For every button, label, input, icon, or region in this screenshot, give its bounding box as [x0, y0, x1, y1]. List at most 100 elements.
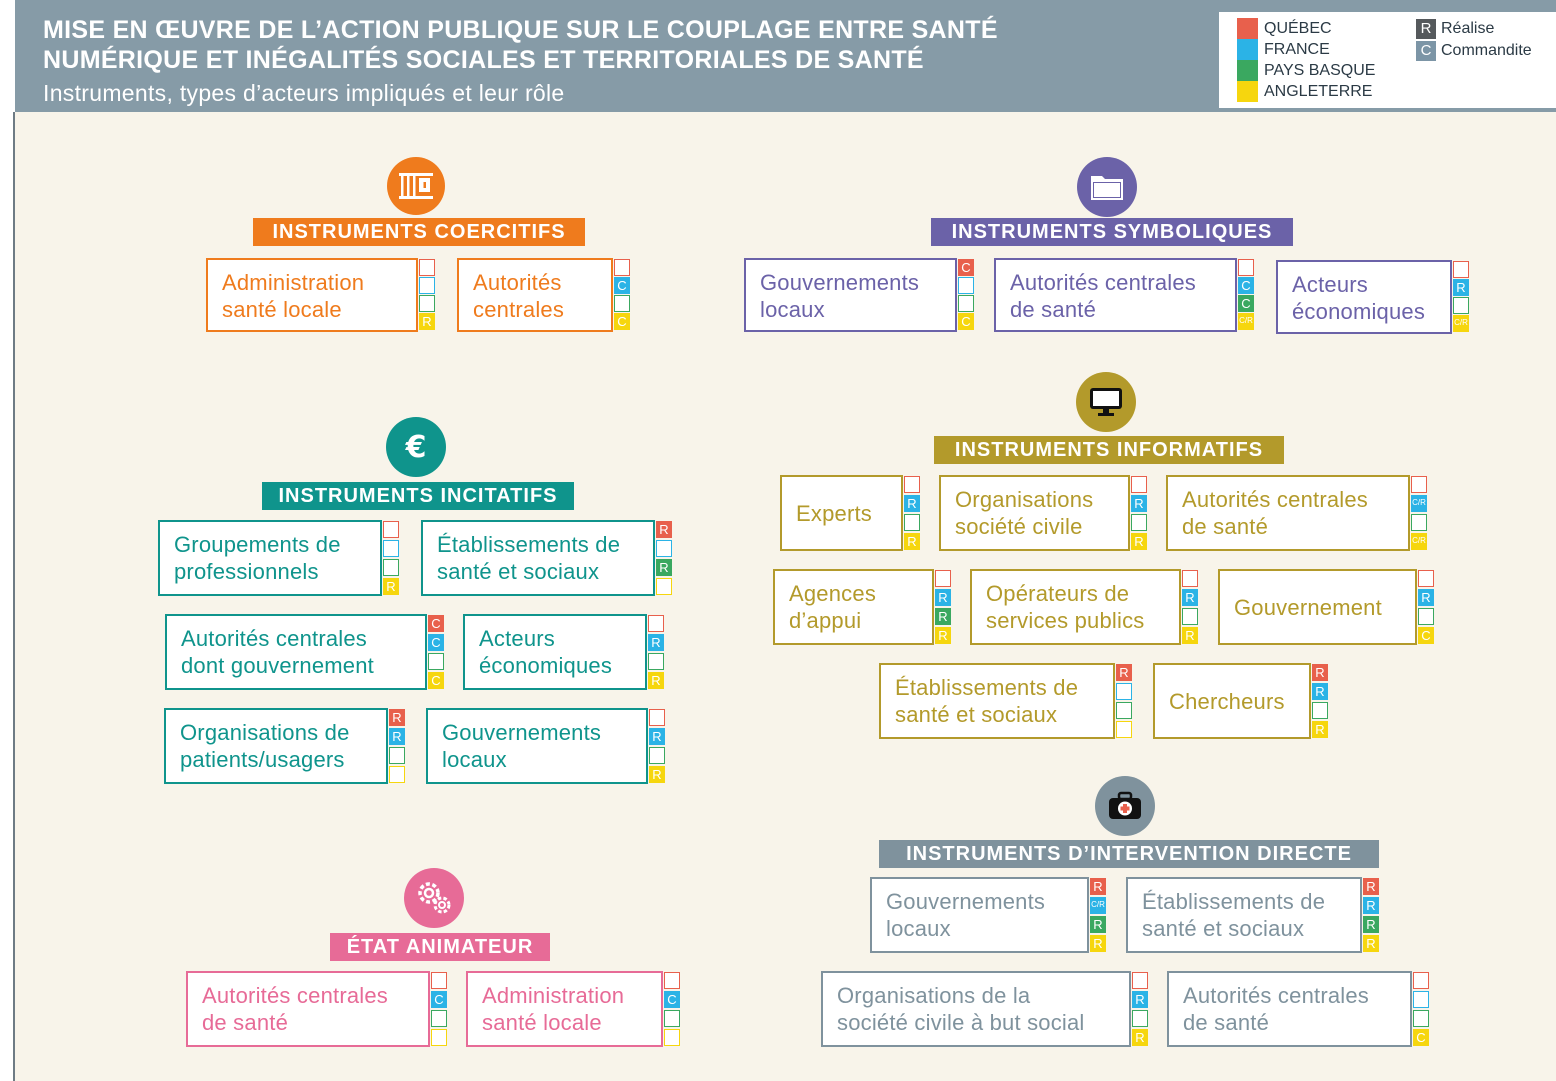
actor-card: Organisations société civile — [939, 475, 1130, 551]
section-title-intervention: INSTRUMENTS D’INTERVENTION DIRECTE — [879, 840, 1379, 868]
actor-label: Groupements de professionnels — [174, 532, 341, 584]
role-marker — [958, 295, 974, 312]
legend-label: PAYS BASQUE — [1264, 62, 1376, 79]
actor-card: Gouvernement — [1218, 569, 1417, 645]
actor-label: Gouvernements locaux — [886, 889, 1046, 941]
role-marker: R — [1132, 1029, 1148, 1046]
role-marker — [431, 1029, 447, 1046]
actor-label: Gouvernement — [1234, 595, 1382, 620]
role-marker — [389, 747, 405, 764]
actor-label: Opérateurs de services publics — [986, 581, 1145, 633]
section-title-symboliques: INSTRUMENTS SYMBOLIQUES — [931, 218, 1293, 246]
actor-label: Autorités centrales — [473, 270, 565, 322]
actor-card: Autorités centrales de santé — [1166, 475, 1410, 551]
role-marker — [904, 476, 920, 493]
role-marker — [1182, 570, 1198, 587]
actor-label: Administration santé locale — [482, 983, 625, 1035]
role-marker — [614, 295, 630, 312]
actor-card: Experts — [780, 475, 903, 551]
role-marker — [1238, 259, 1254, 276]
section-title-incitatifs: INSTRUMENTS INCITATIFS — [262, 482, 574, 510]
role-marker — [383, 521, 399, 538]
legend-swatch — [1237, 60, 1258, 81]
role-marker — [419, 259, 435, 276]
role-marker — [649, 709, 665, 726]
actor-label: Autorités centrales de santé — [1182, 487, 1368, 539]
actor-card: Autorités centrales de santé — [1167, 971, 1412, 1047]
legend-label: ANGLETERRE — [1264, 83, 1373, 100]
role-marker: R — [1131, 495, 1147, 512]
role-marker: C — [1413, 1029, 1429, 1046]
actor-label: Experts — [796, 501, 872, 526]
actor-card: Établissements de santé et sociaux — [421, 520, 655, 596]
role-marker: R — [1363, 878, 1379, 895]
role-marker: R — [656, 521, 672, 538]
role-marker — [656, 578, 672, 595]
actor-label: Autorités centrales dont gouvernement — [181, 626, 374, 678]
role-marker — [614, 259, 630, 276]
role-marker: R — [935, 608, 951, 625]
role-marker — [958, 277, 974, 294]
role-marker: R — [656, 559, 672, 576]
monitor-icon — [1076, 372, 1136, 432]
role-marker: C/R — [1411, 495, 1427, 512]
section-title-etat: ÉTAT ANIMATEUR — [330, 933, 550, 961]
role-marker: R — [935, 589, 951, 606]
actor-card: Agences d’appui — [773, 569, 934, 645]
actor-card: Gouvernements locaux — [744, 258, 957, 332]
actor-label: Organisations de la société civile à but… — [837, 983, 1085, 1035]
role-marker — [1413, 991, 1429, 1008]
role-marker: R — [1131, 533, 1147, 550]
role-marker: R — [1182, 627, 1198, 644]
actor-label: Autorités centrales de santé — [1183, 983, 1369, 1035]
role-marker: C/R — [1238, 313, 1254, 330]
left-border — [13, 112, 15, 1081]
role-marker — [1413, 972, 1429, 989]
role-marker: C — [958, 259, 974, 276]
role-marker: R — [649, 728, 665, 745]
actor-card: Établissements de santé et sociaux — [879, 663, 1115, 739]
role-marker: R — [1312, 664, 1328, 681]
gears-icon — [404, 868, 464, 928]
role-marker — [1131, 476, 1147, 493]
role-marker: R — [1090, 878, 1106, 895]
role-marker: R — [1312, 683, 1328, 700]
role-marker — [428, 653, 444, 670]
actor-card: Acteurs économiques — [1276, 260, 1452, 334]
actor-card: Administration santé locale — [206, 258, 418, 332]
role-marker: R — [648, 634, 664, 651]
role-marker: C — [431, 991, 447, 1008]
role-marker: C — [428, 615, 444, 632]
role-marker: R — [419, 313, 435, 330]
actor-label: Chercheurs — [1169, 689, 1285, 714]
role-marker: R — [904, 495, 920, 512]
legend-label: QUÉBEC — [1264, 20, 1332, 37]
role-marker: R — [1182, 589, 1198, 606]
actor-card: Organisations de la société civile à but… — [821, 971, 1131, 1047]
role-marker: R — [904, 533, 920, 550]
actor-card: Établissements de santé et sociaux — [1126, 877, 1362, 953]
role-marker: C/R — [1453, 315, 1469, 332]
role-marker: C — [664, 991, 680, 1008]
medical-kit-icon — [1095, 776, 1155, 836]
role-marker: R — [649, 766, 665, 783]
page-subtitle: Instruments, types d’acteurs impliqués e… — [43, 80, 565, 106]
role-marker — [1453, 261, 1469, 278]
role-marker — [1131, 514, 1147, 531]
role-marker — [904, 514, 920, 531]
role-marker — [1116, 721, 1132, 738]
role-marker — [1411, 476, 1427, 493]
actor-label: Acteurs économiques — [479, 626, 613, 678]
actor-label: Établissements de santé et sociaux — [437, 532, 621, 584]
role-marker: C — [1418, 627, 1434, 644]
role-marker — [389, 766, 405, 783]
prison-bars-icon — [387, 157, 445, 215]
actor-label: Acteurs économiques — [1292, 272, 1426, 324]
role-marker: R — [1363, 897, 1379, 914]
actor-label: Autorités centrales de santé — [202, 983, 388, 1035]
role-marker: C — [958, 313, 974, 330]
section-title-informatifs: INSTRUMENTS INFORMATIFS — [934, 436, 1284, 464]
role-marker: R — [389, 709, 405, 726]
role-marker — [935, 570, 951, 587]
actor-label: Gouvernements locaux — [442, 720, 602, 772]
